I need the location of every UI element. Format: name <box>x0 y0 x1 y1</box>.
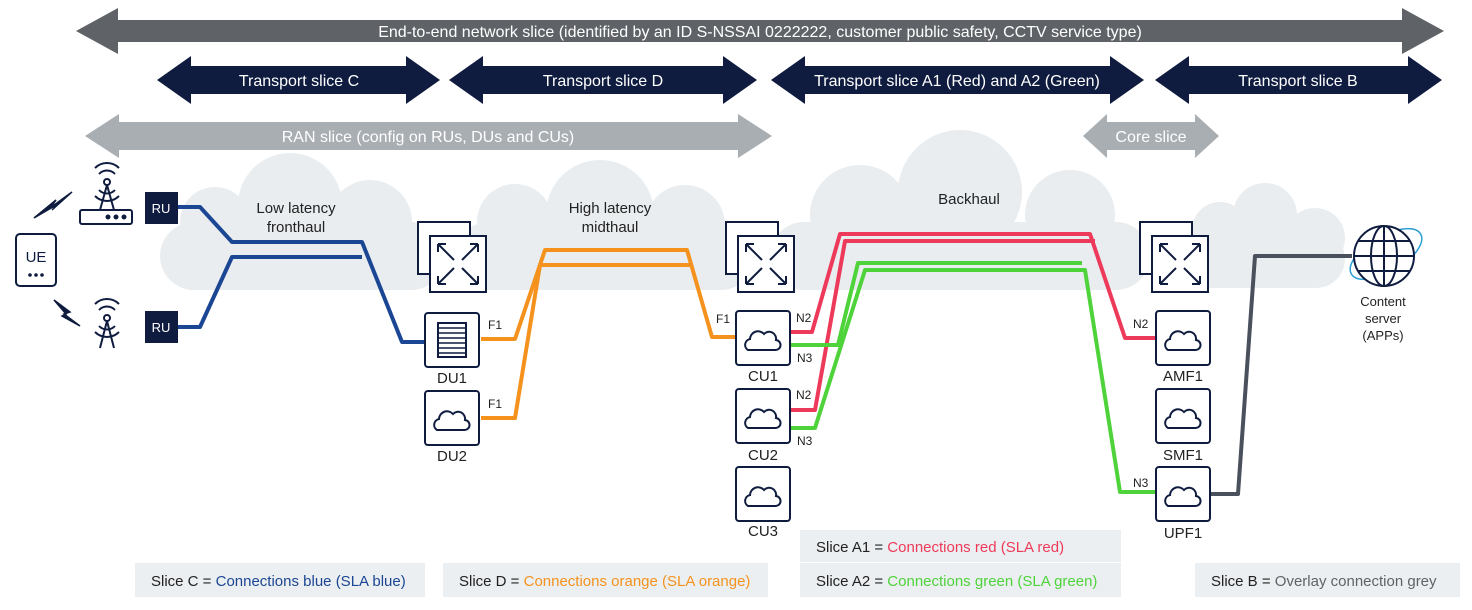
legend-box-a2 <box>800 563 1121 597</box>
slice-arrows: End-to-end network slice (identified by … <box>76 8 1444 158</box>
globe-icon <box>1349 225 1423 287</box>
transport-slice-d-arrow <box>449 56 757 104</box>
n3-label: N3 <box>1133 476 1149 490</box>
ue-device: UE <box>15 233 57 287</box>
backhaul-label: Backhaul <box>938 191 1000 208</box>
n2-label: N2 <box>796 388 812 402</box>
legend: Slice C = Connections blue (SLA blue) Sl… <box>135 530 1460 597</box>
connections <box>178 205 1352 496</box>
smf1-label: SMF1 <box>1163 447 1203 464</box>
cu2-label: CU2 <box>748 447 778 464</box>
cu1-node <box>735 310 791 366</box>
ran-slice-label: RAN slice (config on RUs, DUs and CUs) <box>282 129 575 146</box>
red-connection-cu1 <box>790 232 1156 340</box>
green-connection-cu2 <box>790 268 1156 494</box>
cloud-icon <box>433 410 471 431</box>
transport-slice-a-arrow <box>771 56 1144 104</box>
cu3-node <box>735 466 791 522</box>
router-icon <box>1139 221 1209 293</box>
f1-label: F1 <box>716 312 730 326</box>
n3-label: N3 <box>797 351 813 365</box>
ran-slice-arrow <box>85 114 772 158</box>
legend-a2: Slice A2 = Connections green (SLA green) <box>816 573 1097 590</box>
orange-connection-du2 <box>481 263 690 420</box>
routers <box>417 221 1209 293</box>
midhaul-label-2: midthaul <box>582 219 639 236</box>
backhaul-cloud <box>770 130 1150 290</box>
legend-a1: Slice A1 = Connections red (SLA red) <box>816 539 1064 556</box>
cloud-icon <box>744 330 782 351</box>
cloud-icon <box>1164 330 1202 351</box>
lightning-icon <box>53 299 81 327</box>
legend-c: Slice C = Connections blue (SLA blue) <box>151 573 406 590</box>
interface-labels: F1 F1 F1 N2 N3 N2 N3 N2 N3 <box>488 311 1149 490</box>
transport-slice-b-arrow <box>1155 56 1442 104</box>
router-icon <box>725 221 795 293</box>
du2-label: DU2 <box>437 448 467 465</box>
core-slice-label: Core slice <box>1115 129 1186 146</box>
blue-connection-1 <box>178 205 425 344</box>
fronthaul-label-2: fronthaul <box>267 219 325 236</box>
orange-connection-du1 <box>481 248 736 341</box>
legend-box-d <box>443 563 768 597</box>
amf1-label: AMF1 <box>1163 368 1203 385</box>
transport-slice-a-label: Transport slice A1 (Red) and A2 (Green) <box>814 73 1100 90</box>
du2-node <box>424 390 480 446</box>
cu1-label: CU1 <box>748 368 778 385</box>
legend-d: Slice D = Connections orange (SLA orange… <box>459 573 750 590</box>
ru-box: RU <box>145 311 178 343</box>
fronthaul-label-1: Low latency <box>256 200 336 217</box>
green-connection-cu1 <box>790 261 1082 347</box>
e2e-slice-label: End-to-end network slice (identified by … <box>378 24 1142 41</box>
ru-label: RU <box>152 201 171 216</box>
cu3-label: CU3 <box>748 523 778 540</box>
transport-slice-c-label: Transport slice C <box>239 73 359 90</box>
upf1-label: UPF1 <box>1164 525 1202 542</box>
router-icon <box>417 221 487 293</box>
amf1-node <box>1155 310 1211 366</box>
transport-slice-b-label: Transport slice B <box>1238 73 1357 90</box>
antenna-icon <box>79 162 133 225</box>
ru-label: RU <box>152 320 171 335</box>
legend-box-a1 <box>800 530 1121 562</box>
server-rack-icon <box>437 322 467 358</box>
n2-label: N2 <box>796 311 812 325</box>
cloud-icon <box>1164 408 1202 429</box>
legend-box-c <box>135 563 425 597</box>
transport-slice-d-label: Transport slice D <box>543 73 663 90</box>
red-connection-cu2 <box>790 239 1095 412</box>
core-slice-arrow <box>1083 114 1219 158</box>
content-server-label-3: (APPs) <box>1362 328 1403 343</box>
e2e-slice-arrow <box>76 8 1444 54</box>
legend-b: Slice B = Overlay connection grey <box>1211 573 1437 590</box>
ue-label: UE <box>26 249 47 266</box>
antenna-icon <box>94 298 120 349</box>
blue-connection-2 <box>178 255 362 329</box>
cloud-icon <box>1164 486 1202 507</box>
n2-label: N2 <box>1133 317 1149 331</box>
lightning-icon <box>33 191 73 219</box>
smf1-node <box>1155 388 1211 444</box>
du1-node <box>424 312 480 368</box>
midhaul-label-1: High latency <box>569 200 652 217</box>
upf1-node <box>1155 466 1211 522</box>
ru-box: RU <box>145 192 178 224</box>
du1-label: DU1 <box>437 370 467 387</box>
f1-label: F1 <box>488 318 502 332</box>
transport-slice-c-arrow <box>157 56 440 104</box>
cloud-icon <box>744 408 782 429</box>
midhaul-cloud <box>455 160 755 290</box>
content-server-label-1: Content <box>1360 294 1406 309</box>
cloud-icon <box>744 486 782 507</box>
n3-label: N3 <box>797 434 813 448</box>
grey-connection <box>1210 254 1352 496</box>
content-server-label-2: server <box>1365 311 1402 326</box>
f1-label: F1 <box>488 397 502 411</box>
legend-box-b <box>1195 563 1460 597</box>
cu2-node <box>735 388 791 444</box>
